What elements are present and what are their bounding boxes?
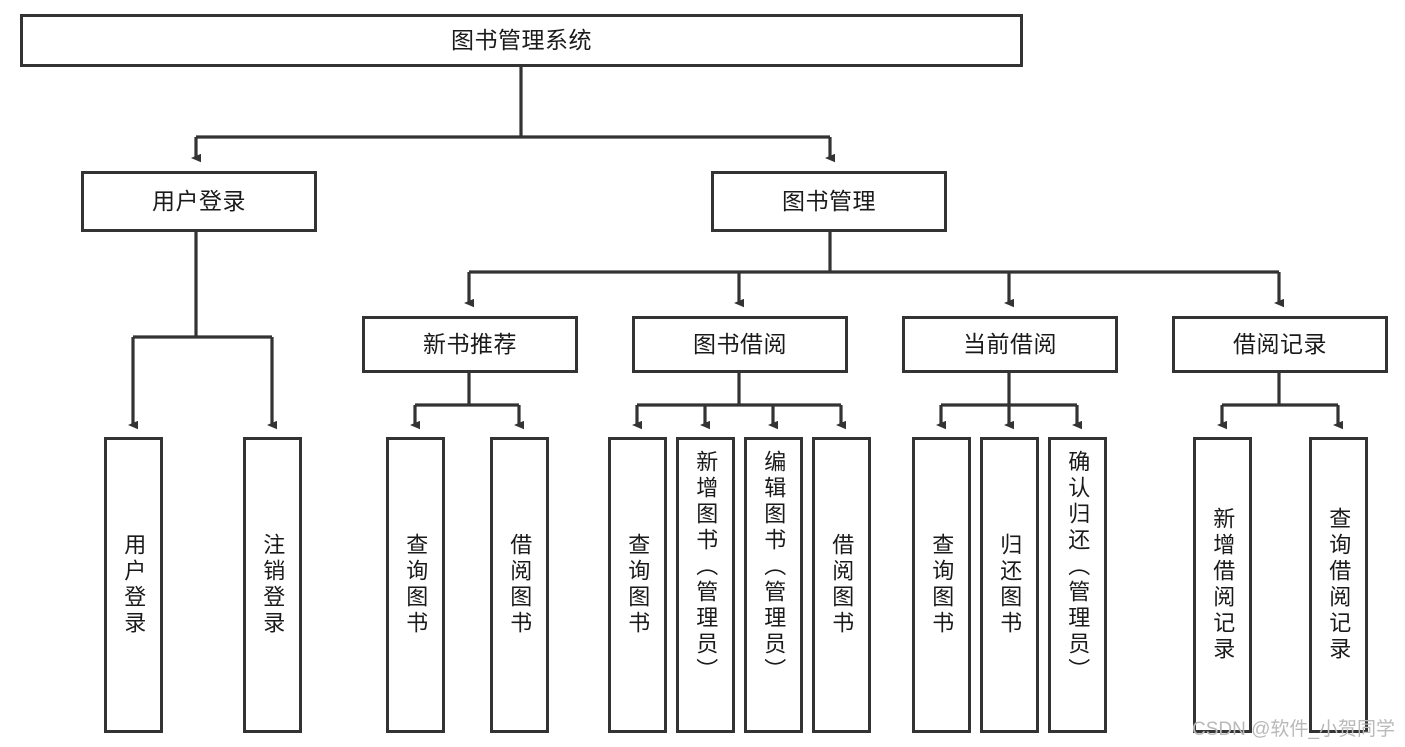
leaf-current-borrow-1-label: 查询图书 [929,533,955,637]
leaf-borrow-record-1[interactable]: 新增借阅记录 [1193,437,1252,733]
leaf-book-borrow-3-label: 编辑图书（管理员） [761,450,787,684]
leaf-user-login-1[interactable]: 用户登录 [104,437,163,733]
leaf-current-borrow-3[interactable]: 确认归还（管理员） [1048,437,1107,733]
node-user-login-label: 用户登录 [152,188,246,215]
leaf-borrow-record-2[interactable]: 查询借阅记录 [1309,437,1368,733]
leaf-current-borrow-2-label: 归还图书 [997,533,1023,637]
leaf-borrow-record-1-label: 新增借阅记录 [1210,507,1236,663]
leaf-user-login-2[interactable]: 注销登录 [243,437,302,733]
node-book-borrow[interactable]: 图书借阅 [632,316,848,373]
leaf-new-book-rec-1-label: 查询图书 [403,533,429,637]
node-book-borrow-label: 图书借阅 [693,331,787,358]
leaf-user-login-1-label: 用户登录 [121,533,147,637]
leaf-book-borrow-2[interactable]: 新增图书（管理员） [676,437,735,733]
leaf-book-borrow-3[interactable]: 编辑图书（管理员） [744,437,803,733]
leaf-new-book-rec-2[interactable]: 借阅图书 [490,437,549,733]
node-current-borrow[interactable]: 当前借阅 [902,316,1118,373]
leaf-book-borrow-1-label: 查询图书 [625,533,651,637]
node-current-borrow-label: 当前借阅 [963,331,1057,358]
leaf-book-borrow-1[interactable]: 查询图书 [608,437,667,733]
node-new-book-recommendation-label: 新书推荐 [423,331,517,358]
leaf-current-borrow-1[interactable]: 查询图书 [912,437,971,733]
node-borrow-record[interactable]: 借阅记录 [1172,316,1388,373]
leaf-book-borrow-4[interactable]: 借阅图书 [812,437,871,733]
leaf-new-book-rec-2-label: 借阅图书 [507,533,533,637]
node-book-manage-label: 图书管理 [782,188,876,215]
leaf-current-borrow-2[interactable]: 归还图书 [980,437,1039,733]
leaf-book-borrow-4-label: 借阅图书 [829,533,855,637]
node-root-book-management-system[interactable]: 图书管理系统 [20,14,1023,67]
node-root-label: 图书管理系统 [451,27,592,54]
leaf-current-borrow-3-label: 确认归还（管理员） [1065,450,1091,684]
node-user-login[interactable]: 用户登录 [81,171,317,232]
leaf-user-login-2-label: 注销登录 [260,533,286,637]
leaf-book-borrow-2-label: 新增图书（管理员） [693,450,719,684]
node-borrow-record-label: 借阅记录 [1233,331,1327,358]
node-new-book-recommendation[interactable]: 新书推荐 [362,316,578,373]
node-book-manage[interactable]: 图书管理 [711,171,947,232]
leaf-borrow-record-2-label: 查询借阅记录 [1326,507,1352,663]
leaf-new-book-rec-1[interactable]: 查询图书 [386,437,445,733]
